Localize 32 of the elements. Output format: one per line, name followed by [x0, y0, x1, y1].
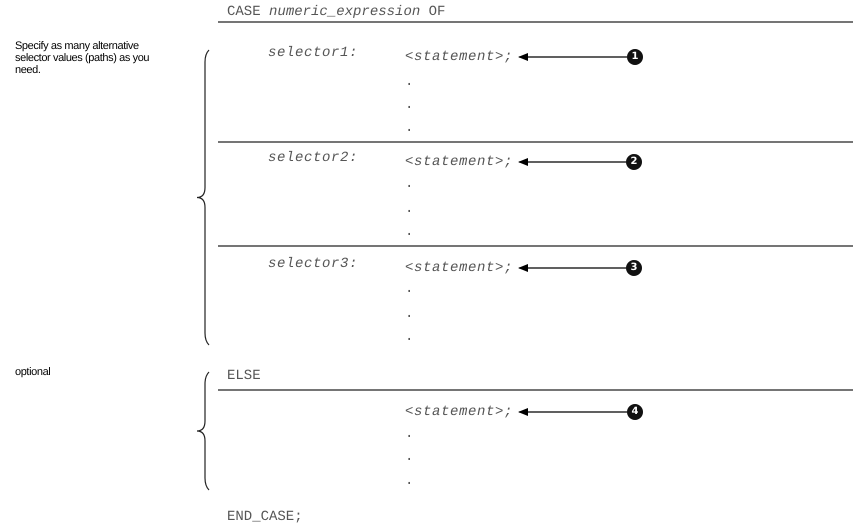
- continuation-dot: .: [405, 200, 414, 218]
- arrow: [518, 158, 626, 166]
- continuation-dot: .: [405, 305, 414, 323]
- arrow: [518, 408, 627, 416]
- continuation-dot: .: [405, 223, 414, 241]
- note-text: Specify as many alternative selector values (paths) as you need.: [15, 40, 150, 76]
- arrow: [518, 53, 627, 61]
- keyword: ELSE: [227, 367, 261, 385]
- continuation-dot: .: [405, 96, 414, 114]
- code-statement: <statement>;: [405, 259, 514, 277]
- continuation-dot: .: [405, 448, 414, 466]
- continuation-dot: .: [405, 280, 414, 298]
- arrow: [518, 264, 626, 272]
- keyword: END_CASE;: [227, 508, 303, 526]
- selector-label: selector3:: [268, 255, 358, 273]
- continuation-dot: .: [405, 119, 414, 137]
- continuation-dot: .: [405, 328, 414, 346]
- callout-number: 1: [627, 49, 643, 65]
- selector-label: selector2:: [268, 149, 358, 167]
- continuation-dot: .: [405, 472, 414, 490]
- callout-number: 2: [626, 154, 642, 170]
- code-statement: <statement>;: [405, 48, 514, 66]
- callout-number: 4: [627, 404, 643, 420]
- continuation-dot: .: [405, 175, 414, 193]
- code-line: CASE numeric_expression OF: [227, 3, 446, 21]
- callout-number: 3: [626, 260, 642, 276]
- code-statement: <statement>;: [405, 153, 514, 171]
- continuation-dot: .: [405, 73, 414, 91]
- continuation-dot: .: [405, 425, 414, 443]
- selector-label: selector1:: [268, 44, 358, 62]
- code-statement: <statement>;: [405, 403, 514, 421]
- note-text: optional: [15, 366, 52, 378]
